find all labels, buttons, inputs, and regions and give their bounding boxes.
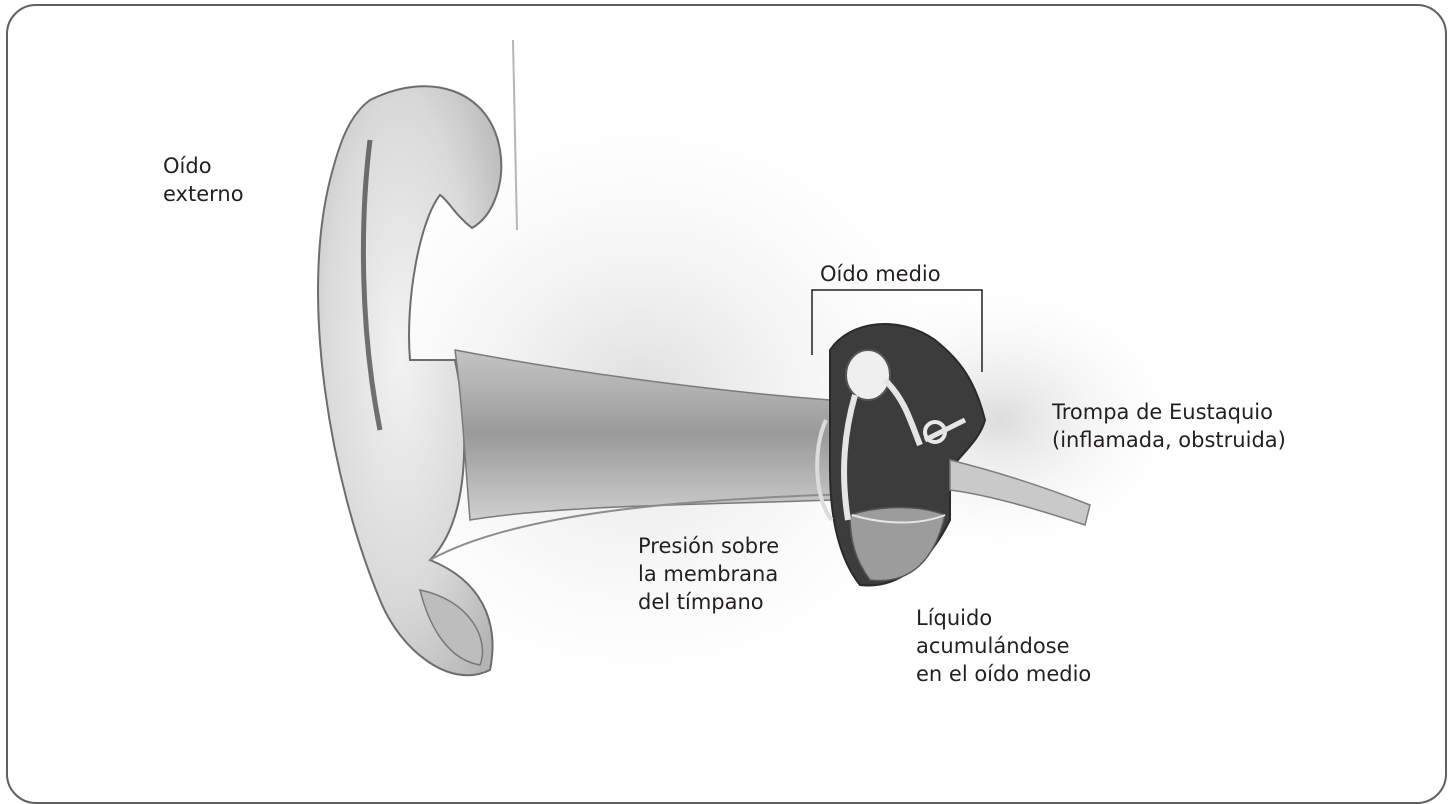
label-outer-ear: Oído externo bbox=[163, 152, 244, 208]
label-eardrum-pressure: Presión sobre la membrana del tímpano bbox=[638, 532, 779, 616]
malleus-head bbox=[846, 350, 890, 400]
label-eustachian-tube: Trompa de Eustaquio (inflamada, obstruid… bbox=[1052, 398, 1286, 454]
label-fluid: Líquido acumulándose en el oído medio bbox=[916, 604, 1091, 688]
label-middle-ear: Oído medio bbox=[820, 260, 941, 288]
